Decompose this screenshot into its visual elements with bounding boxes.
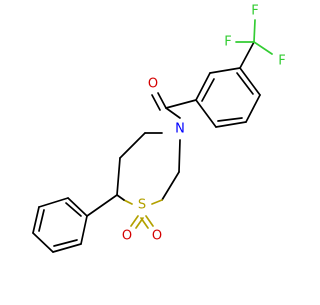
bond: [201, 78, 215, 102]
amide-group: [151, 92, 197, 119]
bond: [38, 209, 45, 232]
fluorine-label: F: [278, 54, 285, 69]
carbonyl-oxygen-label: O: [148, 77, 158, 92]
bond: [38, 197, 69, 208]
bond: [53, 239, 78, 247]
bond: [32, 232, 54, 253]
sulfur-label: S: [138, 198, 146, 213]
bond: [209, 67, 241, 74]
bond: [195, 72, 211, 101]
bond: [123, 199, 133, 205]
bond: [130, 215, 139, 227]
bond: [80, 215, 88, 245]
structure-canvas: O N S O O F F F: [32, 4, 286, 253]
bond: [86, 194, 118, 217]
thiazepane-ring: [86, 132, 181, 217]
bond: [116, 194, 125, 201]
bond: [178, 139, 181, 173]
atom-labels: O N S O O F F F: [122, 4, 286, 244]
bond: [165, 107, 181, 119]
sulfonyl-bonds: [130, 215, 154, 229]
sulfonyl-oxygen-label: O: [122, 229, 132, 244]
bond: [151, 94, 161, 111]
bond: [145, 215, 154, 227]
molecule-structure: O N S O O F F F: [32, 4, 286, 253]
bond: [253, 41, 273, 55]
bond: [151, 199, 163, 205]
bond: [67, 197, 88, 217]
bond: [65, 202, 82, 217]
bond: [253, 19, 256, 43]
fluorine-label: F: [224, 35, 231, 50]
bond: [239, 67, 261, 96]
bond: [195, 99, 217, 128]
fluorine-label: F: [251, 4, 258, 19]
benzoyl-ring: [195, 67, 261, 128]
bond: [217, 117, 243, 122]
bond: [116, 157, 121, 196]
phenyl-ring: [32, 197, 88, 253]
bond: [236, 72, 254, 95]
bond: [32, 206, 40, 234]
bond: [157, 92, 167, 109]
bond: [245, 94, 261, 123]
bond: [165, 99, 197, 109]
bond: [215, 121, 247, 128]
bond: [161, 171, 180, 201]
bond: [239, 41, 255, 69]
nitrogen-label: N: [175, 122, 185, 137]
bond: [119, 132, 146, 159]
bond: [52, 243, 82, 253]
bond: [140, 217, 149, 229]
sulfonyl-oxygen-label: O: [152, 229, 162, 244]
trifluoromethyl-group: [235, 19, 273, 69]
